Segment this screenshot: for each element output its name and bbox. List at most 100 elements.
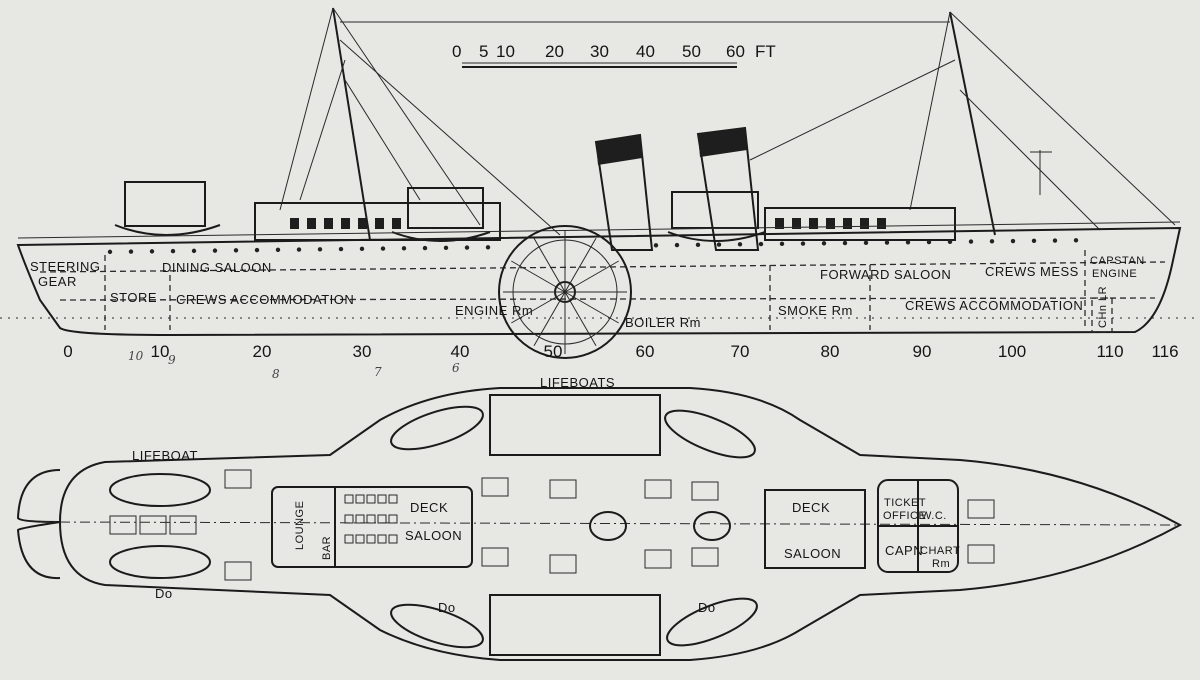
porthole xyxy=(443,245,449,251)
label-captain: CAPN xyxy=(885,543,923,558)
frame-number: 40 xyxy=(451,342,470,361)
paddle-wheel xyxy=(498,225,632,359)
label-wc: W.C. xyxy=(921,510,947,522)
window xyxy=(843,218,852,229)
funnel-plan xyxy=(589,511,627,541)
frame-number: 60 xyxy=(636,342,655,361)
porthole xyxy=(842,240,848,246)
paddle-spoke xyxy=(564,291,597,346)
window xyxy=(290,218,299,229)
saloon-seat xyxy=(388,494,398,504)
scale-bar: 0 5 10 20 30 40 50 60 FT xyxy=(452,42,776,68)
frame-number: 30 xyxy=(353,342,372,361)
bench xyxy=(691,481,719,501)
porthole xyxy=(884,240,890,245)
label-boiler-room: BOILER Rm xyxy=(625,315,701,330)
frame-number: 0 xyxy=(63,342,72,361)
lifeboat xyxy=(664,409,756,459)
porthole xyxy=(716,242,722,247)
label-ticket: TICKET xyxy=(884,497,926,509)
porthole xyxy=(233,248,239,253)
porthole xyxy=(800,241,806,246)
bench xyxy=(644,549,672,569)
porthole xyxy=(128,249,134,254)
scale-label: 60 xyxy=(726,42,745,61)
porthole xyxy=(380,246,386,251)
porthole xyxy=(1073,238,1079,243)
frame-number: 116 xyxy=(1151,342,1178,361)
saloon-seat xyxy=(366,494,376,504)
frame-number: 50 xyxy=(544,342,563,361)
label-chart-room: Rm xyxy=(932,558,950,570)
bench xyxy=(224,469,252,489)
window xyxy=(375,218,384,229)
porthole xyxy=(926,239,932,245)
porthole xyxy=(821,241,827,246)
label-store: STORE xyxy=(110,290,157,305)
frame-number: 100 xyxy=(998,342,1026,361)
deck-line xyxy=(39,261,1166,273)
handwritten-mark: 8 xyxy=(272,367,280,381)
centerline xyxy=(39,521,1181,526)
porthole xyxy=(737,242,743,247)
window xyxy=(307,218,316,229)
bench xyxy=(691,547,719,567)
saloon-seat xyxy=(377,534,387,544)
label-ditto: Do xyxy=(155,586,173,601)
label-engine: ENGINE xyxy=(1092,268,1137,280)
window xyxy=(792,218,801,229)
porthole xyxy=(758,241,764,247)
label-crews-mess: CREWS MESS xyxy=(985,264,1079,279)
scale-label: 40 xyxy=(636,42,655,61)
porthole xyxy=(905,240,911,245)
label-dining-saloon: DINING SALOON xyxy=(162,260,272,275)
fore-mast xyxy=(749,11,1176,236)
saloon-seat xyxy=(355,534,365,544)
frame-number: 70 xyxy=(731,342,750,361)
frame-number: 10 xyxy=(151,342,170,361)
label-bar: BAR xyxy=(321,536,333,560)
porthole xyxy=(674,242,680,248)
porthole xyxy=(296,247,302,252)
saloon-seat xyxy=(366,534,376,544)
handwritten-mark: 7 xyxy=(374,365,382,379)
porthole xyxy=(107,249,113,255)
scale-label: 10 xyxy=(496,42,515,61)
porthole xyxy=(359,246,365,252)
label-chart: CHART xyxy=(920,545,960,557)
saloon-seat xyxy=(355,514,365,524)
porthole xyxy=(779,241,785,247)
label-gear: GEAR xyxy=(38,274,77,289)
paddle-spoke xyxy=(564,238,597,293)
aft-mast xyxy=(279,7,561,241)
window xyxy=(860,218,869,229)
saloon-seat xyxy=(366,514,376,524)
label-crews-accommodation-fwd: CREWS ACCOMMODATION xyxy=(905,298,1083,313)
paddle-box-port xyxy=(489,394,661,456)
scale-label: 5 xyxy=(479,42,488,61)
label-forward-saloon: FORWARD SALOON xyxy=(820,267,951,282)
lifeboat xyxy=(390,405,484,451)
porthole xyxy=(422,245,428,251)
label-lifeboats: LIFEBOATS xyxy=(540,375,615,390)
label-deck: DECK xyxy=(792,500,830,515)
saloon-seat xyxy=(344,494,354,504)
lifeboat xyxy=(390,603,484,649)
label-ditto: Do xyxy=(438,600,456,615)
label-crews-accommodation-aft: CREWS ACCOMMODATION xyxy=(176,292,354,307)
label-saloon: SALOON xyxy=(405,528,462,543)
porthole xyxy=(212,248,218,253)
hull-profile xyxy=(16,226,1182,337)
bench xyxy=(224,561,252,581)
paddle-spoke xyxy=(533,238,566,293)
window xyxy=(358,218,367,229)
saloon-seat xyxy=(388,514,398,524)
bench xyxy=(109,515,137,535)
handwritten-mark: 10 xyxy=(128,349,144,363)
bench xyxy=(967,499,995,519)
label-lounge: LOUNGE xyxy=(294,501,306,550)
paddle-spoke xyxy=(564,260,619,293)
frame-number: 110 xyxy=(1096,342,1123,361)
aft-funnel xyxy=(594,133,654,251)
window xyxy=(826,218,835,229)
